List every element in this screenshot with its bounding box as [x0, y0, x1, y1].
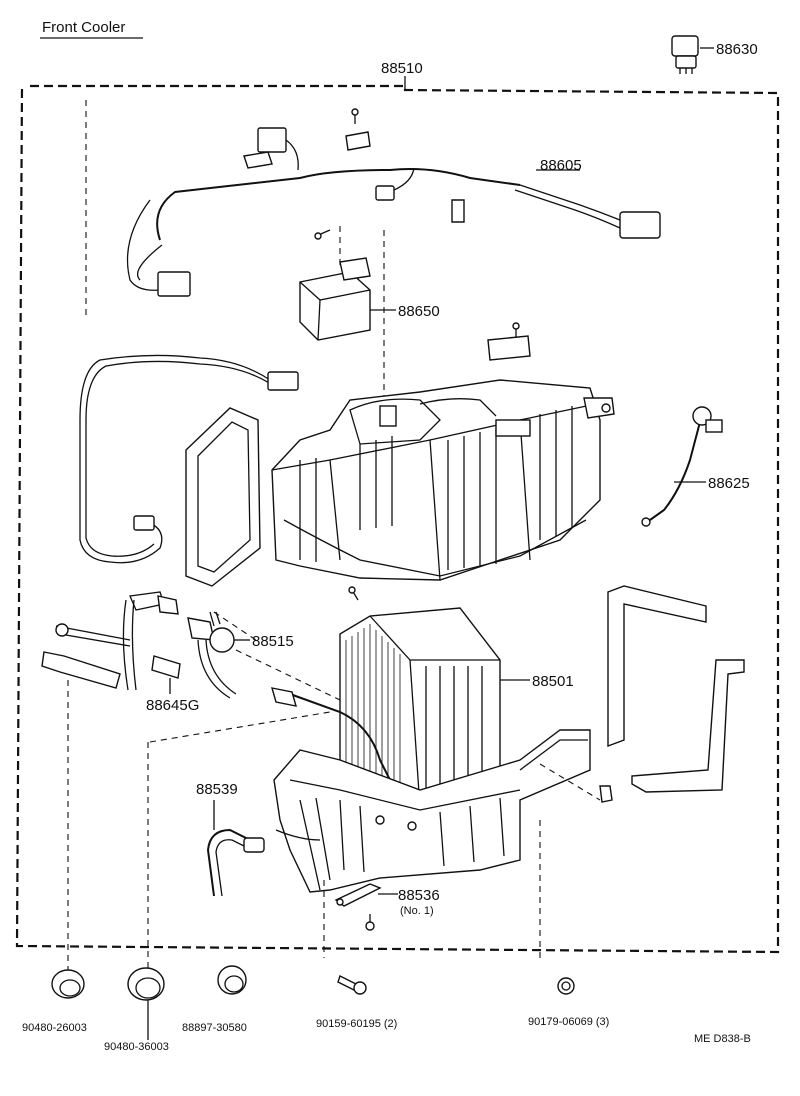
fastener-88897-30580: 88897-30580: [182, 1022, 247, 1034]
label-88515: 88515: [252, 633, 294, 650]
label-88536: 88536: [398, 887, 440, 904]
label-88501: 88501: [532, 673, 574, 690]
document-code: ME D838-B: [694, 1033, 751, 1045]
insulator-upper-right: [607, 585, 707, 748]
label-88510: 88510: [381, 60, 423, 77]
insulator-lower-right: [631, 659, 745, 793]
grommet-90480-26003: [51, 680, 85, 999]
fastener-90159-60195: 90159-60195 (2): [316, 1018, 397, 1030]
wire-harness-88605: [126, 108, 661, 297]
diagram-title: Front Cooler: [42, 19, 125, 36]
thermistor-88625: [641, 406, 723, 527]
fastener-90179-06069: 90179-06069 (3): [528, 1016, 609, 1028]
amplifier-88650: [299, 226, 396, 560]
bracket-88536: [334, 883, 398, 931]
relay-88630: [671, 35, 714, 74]
screw-90159-60195: [337, 975, 367, 995]
lower-cooler-case: [149, 711, 613, 958]
label-88539: 88539: [196, 781, 238, 798]
drain-hose-88539: [206, 800, 265, 897]
evaporator-88501: [271, 607, 530, 813]
label-88605: 88605: [540, 157, 582, 174]
label-88645G: 88645G: [146, 697, 199, 714]
fastener-90480-26003: 90480-26003: [22, 1022, 87, 1034]
label-88536-note: (No. 1): [400, 905, 434, 917]
grommet-90480-36003: [127, 742, 165, 1040]
upper-cooler-case: [271, 322, 615, 601]
thermistor-wire: [79, 100, 299, 564]
evaporator-seal: [185, 407, 261, 587]
grommet-88897-30580: [217, 965, 247, 995]
piping-88515: [41, 591, 341, 701]
assembly-frame: [15, 84, 780, 954]
nut-90179-06069: [557, 977, 575, 995]
label-88630: 88630: [716, 41, 758, 58]
label-88650: 88650: [398, 303, 440, 320]
label-88625: 88625: [708, 475, 750, 492]
fastener-90480-36003: 90480-36003: [104, 1041, 169, 1053]
